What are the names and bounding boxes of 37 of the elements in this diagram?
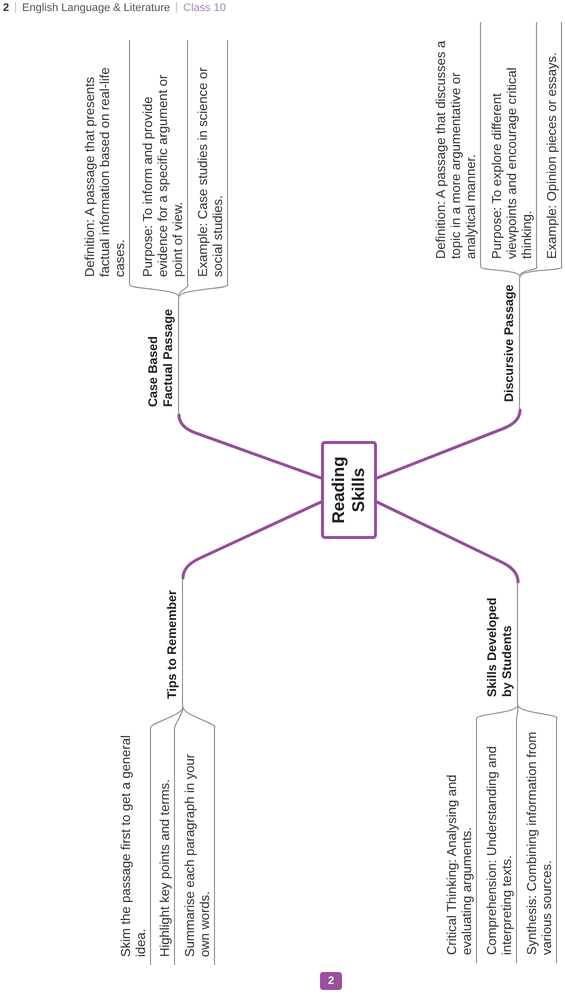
subtopic-text: Definition: A passage that presents factual information based on real-life cases. xyxy=(78,40,130,285)
branch-connector xyxy=(182,500,322,580)
brace-connector xyxy=(178,284,228,298)
running-header: English Language & Literature xyxy=(22,2,170,14)
subtopic-text: Definition: A passage that discusses a topic in a more argumentative or analytical manner. xyxy=(428,22,481,267)
subtopic-text: Skim the passage first to get a general idea. xyxy=(114,727,151,965)
subtopic-text: Synthesis: Combining information from various sources. xyxy=(520,718,557,963)
subtopic-text: Example: Case studies in science or social studies. xyxy=(192,40,228,285)
brace-connector xyxy=(178,284,188,298)
class-label: Class 10 xyxy=(183,2,226,14)
brace-connector xyxy=(516,704,518,718)
subtopic-text: Critical Thinking: Analysing and evaluating arguments. xyxy=(440,718,477,963)
brace-connector xyxy=(480,266,520,278)
brace-connector xyxy=(518,704,558,718)
page-number-badge: 2 xyxy=(320,972,342,990)
central-topic-box: Reading Skills xyxy=(321,441,377,539)
subtopic-text: Purpose: To inform and provide evidence for a specific argument or point of view. xyxy=(134,40,188,285)
brace-connector xyxy=(150,706,184,728)
brace-connector xyxy=(476,704,518,718)
brace-connector xyxy=(520,266,538,278)
branch-label: Case Based Factual Passage xyxy=(142,297,179,415)
branch-label: Discursive Passage xyxy=(500,277,520,410)
subtopic-text: Comprehension: Understanding and interpreting texts. xyxy=(480,718,517,963)
branch-label: Tips to Remember xyxy=(163,578,183,707)
branch-connector xyxy=(178,414,322,480)
branch-connector xyxy=(376,500,520,584)
brace-connector xyxy=(182,706,216,728)
subtopic-text: Summarise each paragraph in your own words. xyxy=(178,727,215,965)
brace-connector xyxy=(520,266,562,278)
brace-connector xyxy=(174,706,184,728)
subtopic-text: Purpose: To explore different viewpoints and encourage critical thinking. xyxy=(484,22,537,267)
brace-connector xyxy=(130,284,180,298)
page-number: 2 xyxy=(3,2,10,14)
subtopic-text: Highlight key points and terms. xyxy=(154,727,175,965)
branch-connector xyxy=(376,408,522,480)
branch-label: Skills Developed by Students xyxy=(482,582,518,705)
subtopic-text: Example: Opinion pieces or essays. xyxy=(540,22,562,267)
